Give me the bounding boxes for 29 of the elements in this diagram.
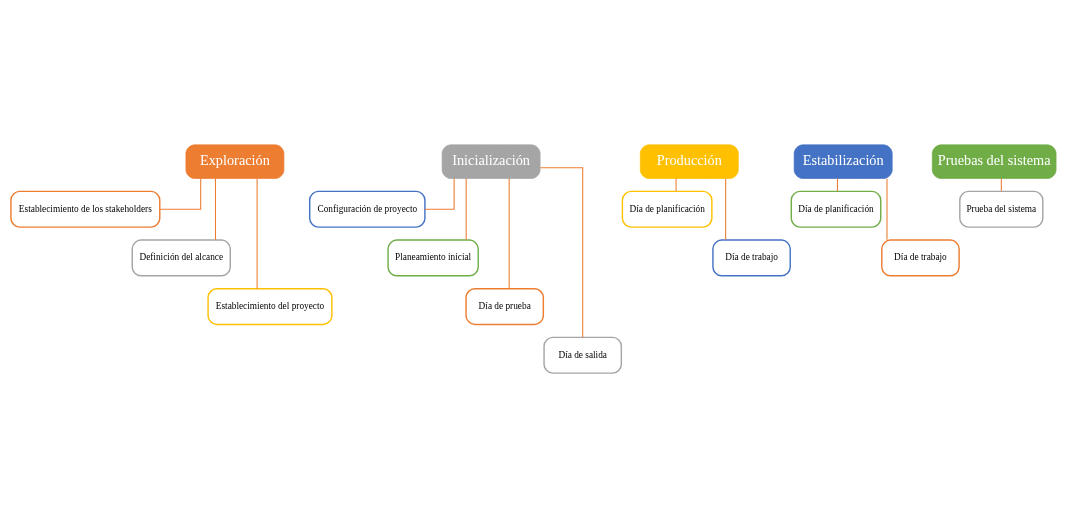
node-box: Día de trabajo [712, 238, 791, 277]
node-box: Exploración [185, 144, 285, 179]
node-box: Establecimiento del proyecto [207, 287, 333, 325]
connector [424, 177, 455, 210]
node-box: Día de trabajo [881, 238, 960, 277]
node-box: Planeamiento inicial [387, 238, 479, 277]
node-box: Inicialización [441, 144, 541, 179]
connector [675, 177, 677, 192]
node-box: Día de salida [543, 336, 623, 374]
node-box: Definición del alcance [131, 238, 231, 277]
node-box: Establecimiento de los stakeholders [10, 190, 161, 228]
node-box: Día de prueba [465, 287, 545, 325]
node-box: Configuración de proyecto [309, 190, 426, 228]
node-box: Prueba del sistema [959, 190, 1044, 228]
connector [886, 177, 888, 240]
connector [725, 177, 727, 240]
node-box: Pruebas del sistema [931, 144, 1057, 179]
node-box: Estabilización [793, 144, 893, 179]
node-box: Producción [639, 144, 739, 179]
connector [1000, 177, 1002, 192]
connector [836, 177, 838, 192]
connector [508, 177, 510, 289]
connector [214, 177, 216, 240]
connector [256, 177, 258, 289]
connector [159, 177, 202, 210]
connector [465, 177, 467, 240]
node-box: Día de planificación [790, 190, 882, 228]
connector [539, 166, 584, 338]
node-box: Día de planificación [621, 190, 713, 228]
